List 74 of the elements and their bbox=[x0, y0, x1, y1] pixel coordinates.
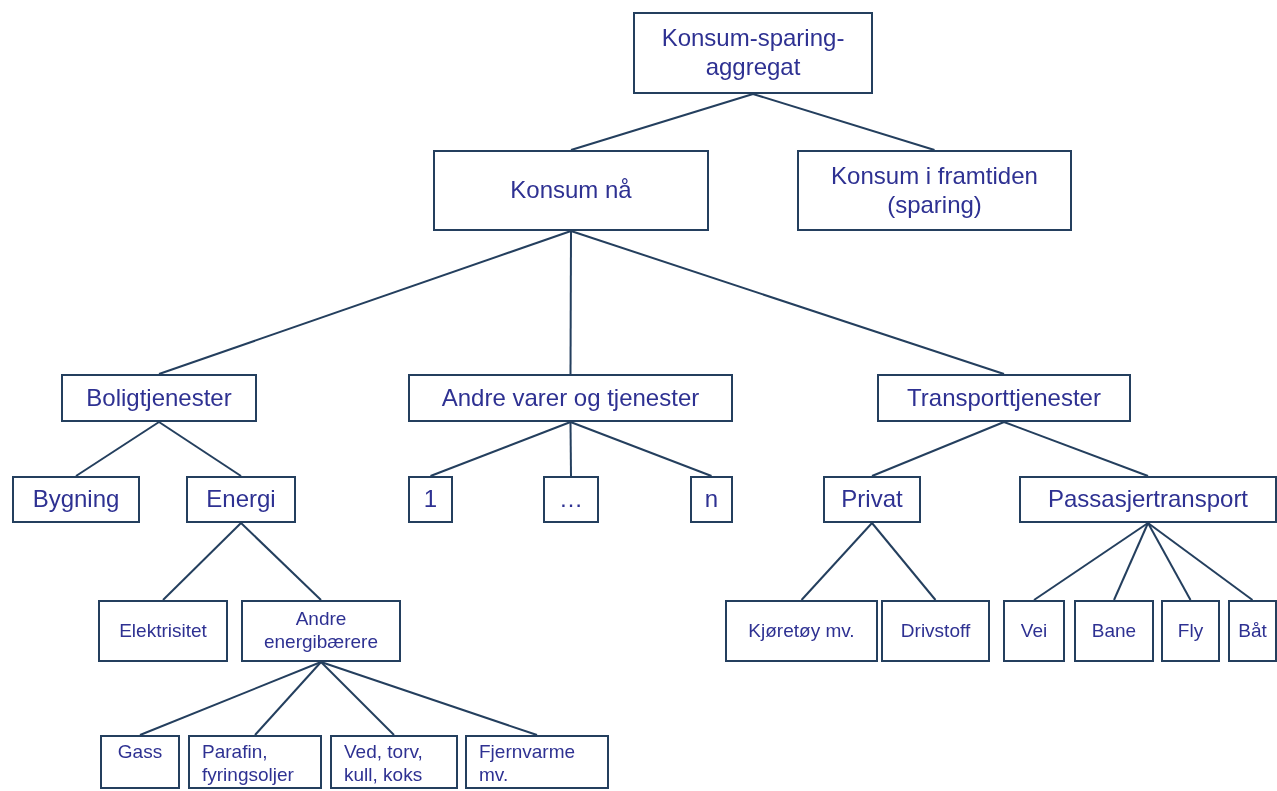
category-label: Boligtjenester bbox=[86, 383, 232, 413]
category-label: Fly bbox=[1177, 619, 1204, 643]
connector-line bbox=[871, 421, 1005, 477]
connector-line bbox=[570, 93, 754, 151]
category-box bbox=[797, 150, 1072, 231]
category-label: Fjernvarme mv. bbox=[479, 741, 577, 787]
category-label: Bygning bbox=[32, 485, 120, 514]
category-box bbox=[408, 374, 733, 422]
connector-line bbox=[569, 421, 572, 477]
category-box bbox=[690, 476, 733, 523]
category-box bbox=[1019, 476, 1277, 523]
connector-line bbox=[1147, 522, 1254, 601]
category-box bbox=[1228, 600, 1277, 662]
category-box bbox=[1161, 600, 1220, 662]
category-box bbox=[543, 476, 599, 523]
connector-line bbox=[570, 230, 1005, 375]
category-label: Bane bbox=[1091, 619, 1137, 643]
connector-line bbox=[158, 421, 242, 477]
connector-line bbox=[569, 230, 572, 375]
category-label: 1 bbox=[423, 485, 438, 514]
connector-line bbox=[1147, 522, 1192, 601]
category-label: Ved, torv, kull, koks bbox=[344, 741, 424, 787]
category-label: Drivstoff bbox=[900, 619, 971, 643]
connector-line bbox=[752, 93, 936, 151]
category-box bbox=[408, 476, 453, 523]
connector-line bbox=[569, 421, 713, 477]
connector-line bbox=[1033, 522, 1149, 601]
category-label: Vei bbox=[1020, 619, 1048, 643]
category-label: Kjøretøy mv. bbox=[748, 619, 855, 643]
category-label: … bbox=[559, 485, 583, 514]
category-box bbox=[465, 735, 609, 789]
category-box bbox=[98, 600, 228, 662]
category-label: Konsum i framtiden (sparing) bbox=[830, 161, 1039, 220]
connector-line bbox=[240, 522, 322, 601]
category-label: Andre varer og tjenester bbox=[441, 383, 700, 413]
connector-line bbox=[1113, 522, 1149, 601]
category-label: Passasjertransport bbox=[1047, 485, 1249, 514]
category-label: Gass bbox=[117, 741, 163, 764]
category-label: n bbox=[704, 485, 719, 514]
connector-line bbox=[75, 421, 160, 477]
category-label: Privat bbox=[841, 485, 903, 514]
category-label: Elektrisitet bbox=[119, 619, 207, 643]
category-label: Konsum nå bbox=[510, 176, 632, 205]
category-label: Båt bbox=[1238, 619, 1267, 643]
category-label: Energi bbox=[206, 485, 276, 514]
connector-line bbox=[800, 522, 873, 601]
connector-line bbox=[254, 661, 322, 736]
category-box bbox=[725, 600, 878, 662]
category-box bbox=[100, 735, 180, 789]
connector-line bbox=[162, 522, 242, 601]
category-label: Transporttjenester bbox=[907, 383, 1101, 413]
category-box bbox=[433, 150, 709, 231]
category-box bbox=[188, 735, 322, 789]
category-label: Konsum-sparing-aggregat bbox=[660, 24, 846, 82]
connector-line bbox=[1003, 421, 1149, 477]
category-label: Parafin, fyringsoljer bbox=[202, 741, 295, 787]
category-box bbox=[823, 476, 921, 523]
connector-line bbox=[320, 661, 538, 736]
category-box bbox=[1074, 600, 1154, 662]
connector-line bbox=[320, 661, 395, 736]
category-box bbox=[881, 600, 990, 662]
category-box bbox=[61, 374, 257, 422]
category-box bbox=[330, 735, 458, 789]
connector-line bbox=[429, 421, 572, 477]
category-box bbox=[186, 476, 296, 523]
connector-line bbox=[871, 522, 937, 601]
connector-line bbox=[158, 230, 572, 375]
category-label: Andre energibærere bbox=[262, 608, 380, 654]
category-box bbox=[877, 374, 1131, 422]
connector-line bbox=[139, 661, 322, 736]
category-box bbox=[12, 476, 140, 523]
category-box bbox=[633, 12, 873, 94]
category-box bbox=[1003, 600, 1065, 662]
category-box bbox=[241, 600, 401, 662]
